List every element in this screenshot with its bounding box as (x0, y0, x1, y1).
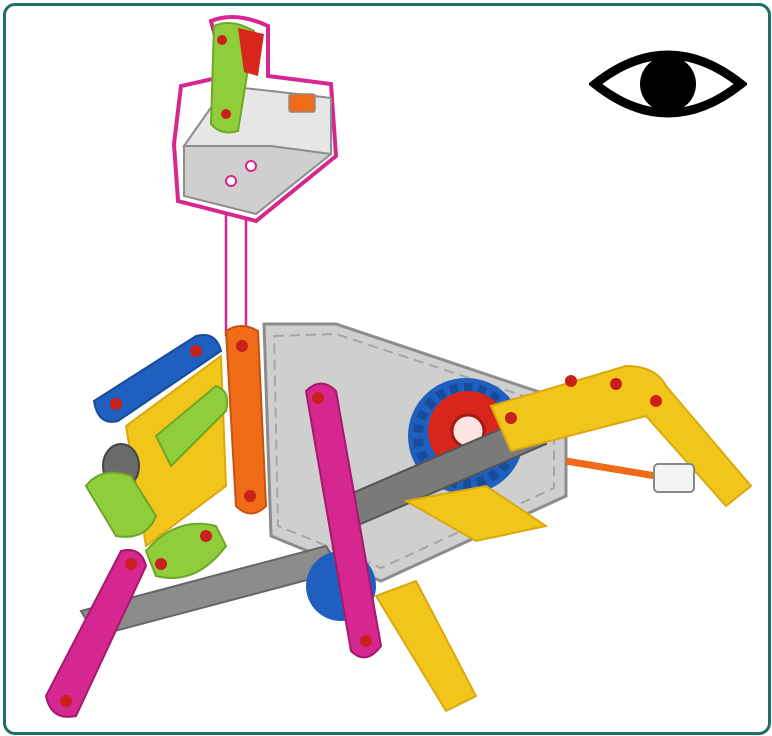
orange-cable (566, 461, 694, 492)
magenta-beam-left (46, 550, 146, 717)
yellow-leg-right (376, 581, 476, 711)
cable-connector (654, 464, 694, 492)
sensor-port (289, 94, 315, 112)
orange-beam (226, 326, 266, 514)
sensor-module-highlighted (174, 17, 336, 221)
build-illustration (6, 6, 771, 735)
instruction-frame (3, 3, 771, 735)
